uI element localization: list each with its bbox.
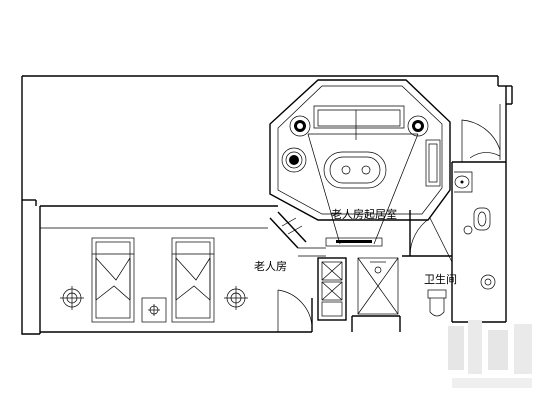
room-label-bathroom: 卫生间 bbox=[424, 272, 457, 286]
washbasin-icon bbox=[454, 171, 473, 193]
lamp-right-icon bbox=[224, 286, 248, 310]
plant-pot-left-icon bbox=[289, 115, 311, 137]
room-label-living: 老人房起居室 bbox=[331, 207, 397, 221]
plant-pot-lower-icon bbox=[281, 147, 307, 173]
floor-drain-icon bbox=[480, 274, 496, 290]
wardrobe bbox=[317, 257, 347, 321]
entry-door bbox=[461, 104, 501, 162]
living-room-octagon bbox=[269, 79, 451, 247]
outer-walls bbox=[21, 75, 513, 335]
plant-pot-right-icon bbox=[407, 115, 429, 137]
bedroom-door bbox=[277, 289, 313, 332]
lamp-left-icon bbox=[60, 286, 84, 310]
squat-toilet-icon bbox=[463, 207, 491, 235]
nightstand bbox=[141, 297, 167, 323]
corridor-wall bbox=[269, 211, 326, 257]
bed-left bbox=[91, 237, 135, 323]
shower bbox=[357, 257, 399, 315]
bed-right bbox=[171, 237, 215, 323]
soft-watermark-logo bbox=[448, 320, 532, 388]
bathroom-walls bbox=[402, 161, 506, 322]
room-label-bedroom: 老人房 bbox=[254, 260, 287, 273]
toilet-icon bbox=[427, 289, 447, 317]
bedroom bbox=[40, 227, 313, 332]
coffee-table bbox=[323, 151, 387, 189]
